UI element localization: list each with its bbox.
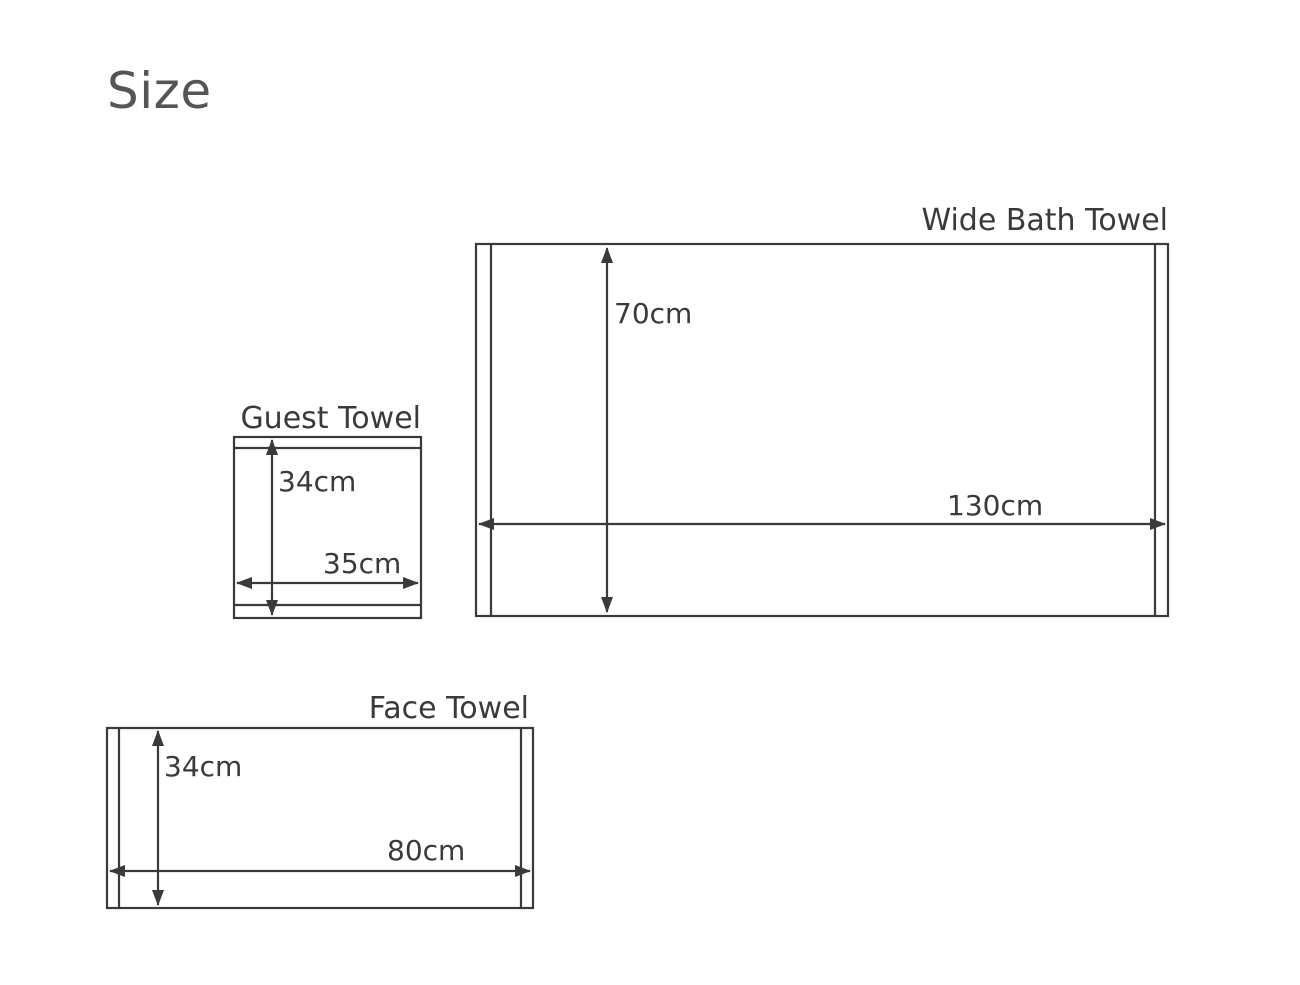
wide-bath-width-label: 130cm	[947, 489, 1043, 522]
face-height-label: 34cm	[164, 750, 242, 783]
face-towel-outline	[105, 726, 535, 910]
wide-bath-towel-outline	[474, 242, 1170, 618]
wide-bath-towel-name: Wide Bath Towel	[921, 203, 1168, 238]
face-towel-name: Face Towel	[369, 691, 529, 726]
wide-bath-height-label: 70cm	[614, 297, 692, 330]
face-width-label: 80cm	[387, 834, 465, 867]
guest-towel-name: Guest Towel	[240, 401, 421, 436]
guest-width-label: 35cm	[323, 547, 401, 580]
page-title: Size	[107, 62, 212, 120]
guest-towel-outline	[232, 435, 423, 620]
guest-height-label: 34cm	[278, 465, 356, 498]
